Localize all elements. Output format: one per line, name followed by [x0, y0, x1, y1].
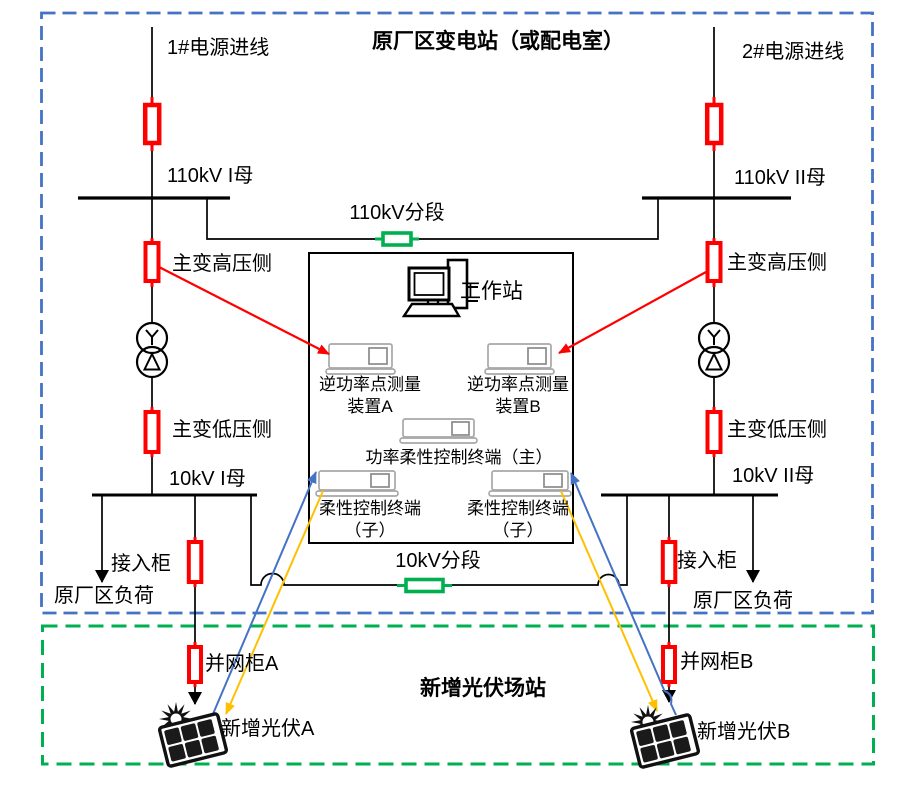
grid-cabinet-b-label: 并网柜B	[680, 651, 754, 673]
sub-terminal-left-line1: 柔性控制终端	[319, 499, 421, 518]
breaker-tx-hv-left-icon	[143, 238, 161, 287]
sub-terminal-left-line2: （子）	[344, 521, 396, 540]
substation-boundary-box	[40, 11, 874, 615]
breaker-access-right-icon	[660, 537, 678, 587]
master-terminal-label: 功率柔性控制终端（主）	[365, 448, 553, 467]
breaker-tx-hv-right-icon	[705, 238, 723, 287]
measurement-link-b-arrow	[558, 271, 707, 354]
tx-lv-left-label: 主变低压侧	[172, 419, 272, 441]
sub-terminal-right-line2: （子）	[492, 521, 544, 540]
pv-station-boundary-box	[41, 624, 875, 766]
tx-hv-left-label: 主变高压侧	[172, 253, 272, 275]
load-right-label: 原厂区负荷	[693, 590, 793, 612]
pv-station-title: 新增光伏场站	[420, 677, 546, 700]
tx-lv-right-label: 主变低压侧	[727, 419, 827, 441]
section-110kv-label: 110kV分段	[349, 202, 445, 224]
red-breakers	[142, 97, 724, 687]
breaker-grid-cabinet-b-icon	[661, 642, 677, 687]
grid-cabinet-a-label: 并网柜A	[205, 653, 279, 675]
pv-b-control-arrow	[560, 490, 658, 712]
meter-a-label: 逆功率点测量 装置A	[319, 374, 421, 418]
breaker-grid-cabinet-a-icon	[187, 642, 203, 687]
bus-110kv-1-label: 110kV I母	[167, 165, 254, 187]
section-10kv-label: 10kV分段	[395, 550, 481, 572]
wiring-lines	[78, 27, 791, 705]
meter-b-label: 逆功率点测量 装置B	[467, 374, 569, 418]
breaker-tx-lv-left-icon	[143, 407, 161, 457]
pv-a-feedback-arrow	[209, 471, 317, 722]
meter-device-a-icon	[325, 343, 396, 375]
access-cabinet-right-label: 接入柜	[677, 550, 737, 572]
sub-terminal-right-icon	[488, 470, 572, 497]
bus-10kv-2-label: 10kV II母	[732, 465, 815, 487]
section-breaker-110kv-icon	[375, 231, 419, 247]
breaker-feeder1-icon	[142, 97, 162, 151]
access-cabinet-left-label: 接入柜	[111, 553, 171, 575]
pv-panel-a-icon	[157, 702, 229, 768]
measurement-link-a-arrow	[158, 266, 330, 355]
breaker-access-left-icon	[186, 537, 204, 587]
sub-terminal-left-label: 柔性控制终端 （子）	[319, 498, 421, 542]
bus-110kv-2-label: 110kV II母	[734, 167, 826, 189]
pv-b-feedback-arrow	[570, 472, 677, 716]
feeder2-label: 2#电源进线	[742, 41, 845, 63]
bus-10kv-1-label: 10kV I母	[169, 468, 246, 490]
pv-panel-b-icon	[629, 705, 701, 769]
workstation-icon	[401, 258, 478, 318]
meter-a-label-line1: 逆功率点测量	[319, 375, 421, 394]
sub-terminal-right-label: 柔性控制终端 （子）	[467, 498, 569, 542]
transformer-left-icon	[135, 321, 169, 379]
meter-device-b-icon	[484, 343, 555, 375]
breaker-tx-lv-right-icon	[705, 407, 723, 457]
workstation-label: 工作站	[460, 280, 523, 303]
pv-a-control-arrow	[225, 490, 324, 715]
sub-terminal-right-line1: 柔性控制终端	[467, 499, 569, 518]
breaker-feeder2-icon	[704, 97, 724, 151]
meter-b-label-line2: 装置B	[495, 397, 541, 416]
sub-terminal-left-icon	[315, 470, 399, 497]
control-room-box	[308, 252, 574, 544]
meter-a-label-line2: 装置A	[347, 397, 393, 416]
tx-hv-right-label: 主变高压侧	[727, 252, 827, 274]
load-left-label: 原厂区负荷	[54, 585, 154, 607]
master-terminal-icon	[399, 418, 478, 444]
section-breaker-10kv-icon	[397, 577, 452, 594]
meter-b-label-line1: 逆功率点测量	[467, 375, 569, 394]
transformer-right-icon	[697, 321, 731, 379]
pv-a-label: 新增光伏A	[221, 718, 315, 740]
feeder1-label: 1#电源进线	[167, 37, 270, 59]
substation-title: 原厂区变电站（或配电室）	[372, 30, 624, 53]
pv-b-label: 新增光伏B	[697, 721, 791, 743]
